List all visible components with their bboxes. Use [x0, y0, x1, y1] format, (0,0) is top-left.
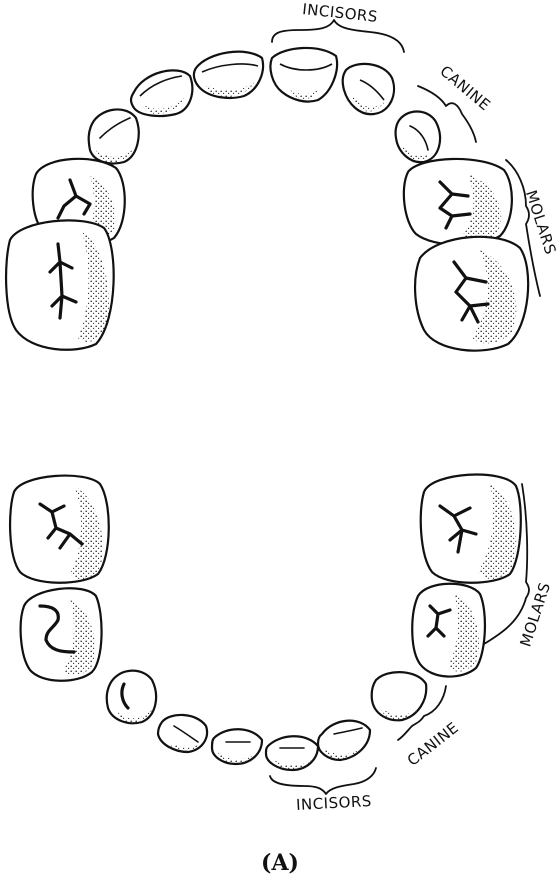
lower-molar-left-second	[10, 476, 109, 583]
lower-molar-right-second	[421, 475, 521, 583]
lower-arch: MOLARS CANINE INCISORS	[10, 475, 554, 814]
lower-incisor-left-lateral	[212, 729, 262, 765]
lower-molar-right-first	[412, 584, 485, 677]
figure-caption: (A)	[261, 850, 299, 876]
upper-incisors-label-group: INCISORS	[272, 0, 404, 52]
upper-incisor-left-central	[270, 48, 337, 102]
lower-incisor-central	[266, 736, 318, 771]
lower-incisors-label-group: INCISORS	[270, 768, 376, 814]
lower-molar-left-first	[21, 588, 102, 680]
lower-incisors-label: INCISORS	[296, 792, 373, 814]
upper-incisors-label: INCISORS	[301, 0, 378, 26]
lower-premolar-right	[372, 672, 427, 721]
upper-incisor-right-lateral	[343, 64, 394, 114]
lower-incisors-bracket	[270, 768, 376, 794]
upper-canine-left	[131, 70, 192, 116]
lower-molars-label: MOLARS	[516, 580, 554, 649]
upper-canine-label: CANINE	[436, 62, 494, 114]
upper-premolar-left	[89, 109, 139, 163]
upper-molar-right-second	[415, 237, 528, 351]
lower-premolar-left	[107, 671, 156, 724]
lower-incisor-right-lateral	[318, 721, 370, 760]
upper-incisors-bracket	[272, 20, 404, 52]
upper-incisor-left-lateral	[194, 52, 263, 98]
upper-arch: INCISORS CANINE MOLARS	[6, 0, 560, 351]
upper-molar-left-second	[6, 220, 114, 349]
upper-canine-right	[396, 112, 440, 163]
lower-canine-left	[158, 715, 207, 752]
upper-molar-right-first	[404, 159, 512, 245]
